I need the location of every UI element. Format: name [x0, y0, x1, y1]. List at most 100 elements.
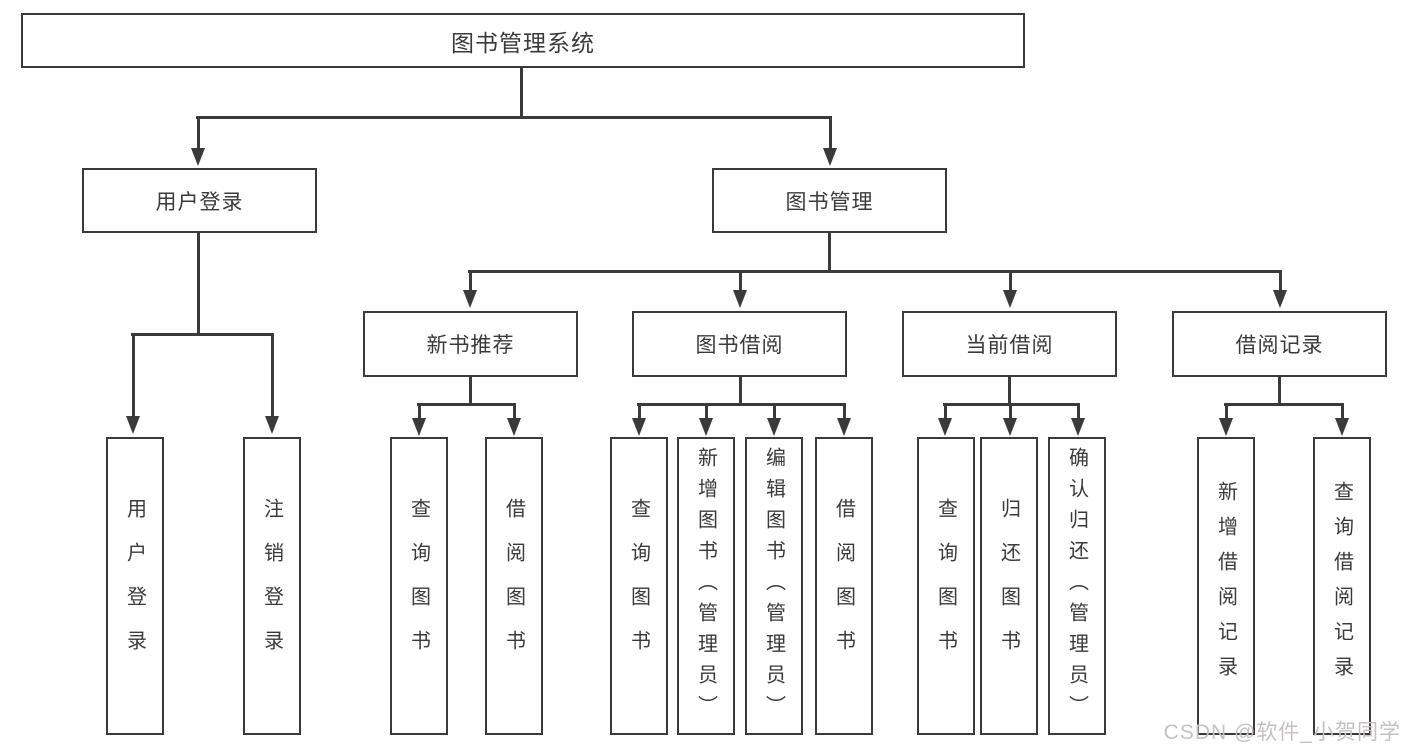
arrow-shaft: [704, 405, 708, 422]
arrow-head: [733, 290, 747, 308]
leaf-label: 确认归还（管理员）: [1065, 446, 1088, 726]
connector-line: [197, 233, 200, 335]
connector-line: [520, 68, 523, 118]
arrow-down-icon: [1003, 272, 1017, 308]
leaf-query-books-current: 查询图书: [917, 437, 975, 735]
arrow-shaft: [131, 335, 135, 420]
node-new-book-recommend-label: 新书推荐: [426, 334, 515, 357]
node-user-login-label: 用户登录: [155, 190, 244, 214]
leaf-logout: 注销登录: [243, 437, 301, 735]
arrow-down-icon: [733, 272, 747, 308]
arrow-shaft: [1278, 272, 1282, 294]
node-user-login: 用户登录: [82, 168, 317, 233]
arrow-shaft: [196, 118, 200, 152]
connector-line: [469, 377, 472, 405]
leaf-add-borrow-record: 新增借阅记录: [1197, 437, 1255, 735]
connector-line: [468, 270, 1282, 273]
leaf-label: 编辑图书（管理员）: [762, 446, 785, 726]
connector-line: [828, 233, 831, 272]
arrow-down-icon: [837, 405, 851, 436]
node-book-management: 图书管理: [712, 168, 947, 233]
arrow-head: [632, 418, 646, 436]
leaf-add-books-admin: 新增图书（管理员）: [677, 437, 735, 735]
arrow-down-icon: [265, 335, 279, 434]
leaf-label: 注销登录: [260, 498, 283, 674]
leaf-label: 借阅图书: [832, 498, 855, 674]
leaf-return-books: 归还图书: [980, 437, 1038, 735]
arrow-head: [823, 148, 837, 166]
arrow-down-icon: [412, 405, 426, 436]
arrow-shaft: [1008, 405, 1012, 422]
leaf-label: 归还图书: [997, 498, 1020, 674]
arrow-shaft: [468, 272, 472, 294]
arrow-shaft: [512, 405, 516, 422]
node-book-management-label: 图书管理: [785, 190, 874, 214]
connector-line: [943, 403, 1080, 406]
arrow-down-icon: [823, 118, 837, 166]
node-borrowing-records: 借阅记录: [1172, 311, 1387, 377]
arrow-shaft: [772, 405, 776, 422]
leaf-label: 查询图书: [407, 498, 430, 674]
arrow-down-icon: [126, 335, 140, 434]
arrow-down-icon: [938, 405, 952, 436]
arrow-shaft: [738, 272, 742, 294]
node-root-label: 图书管理系统: [451, 29, 595, 56]
node-book-borrowing: 图书借阅: [632, 311, 847, 377]
connector-line: [637, 403, 846, 406]
leaf-label: 查询图书: [627, 498, 650, 674]
arrow-down-icon: [1335, 405, 1349, 436]
connector-line: [739, 377, 742, 405]
arrow-shaft: [1224, 405, 1228, 422]
arrow-head: [938, 418, 952, 436]
leaf-borrow-books-recommend: 借阅图书: [485, 437, 543, 735]
arrow-shaft: [1076, 405, 1080, 422]
leaf-query-books-recommend: 查询图书: [390, 437, 448, 735]
arrow-shaft: [842, 405, 846, 422]
arrow-head: [1071, 418, 1085, 436]
arrow-shaft: [1340, 405, 1344, 422]
arrow-shaft: [417, 405, 421, 422]
node-new-book-recommend: 新书推荐: [363, 311, 578, 377]
arrow-shaft: [828, 118, 832, 152]
arrow-shaft: [943, 405, 947, 422]
leaf-label: 查询借阅记录: [1330, 481, 1353, 691]
arrow-head: [191, 148, 205, 166]
arrow-head: [463, 290, 477, 308]
arrow-head: [1003, 290, 1017, 308]
arrow-head: [699, 418, 713, 436]
arrow-head: [1273, 290, 1287, 308]
leaf-label: 查询图书: [934, 498, 957, 674]
leaf-borrow-books: 借阅图书: [815, 437, 873, 735]
arrow-head: [837, 418, 851, 436]
leaf-confirm-return-admin: 确认归还（管理员）: [1048, 437, 1106, 735]
arrow-down-icon: [191, 118, 205, 166]
node-root: 图书管理系统: [21, 13, 1025, 68]
leaf-label: 新增图书（管理员）: [694, 446, 717, 726]
node-current-borrowing: 当前借阅: [902, 311, 1117, 377]
arrow-down-icon: [507, 405, 521, 436]
node-book-borrowing-label: 图书借阅: [695, 334, 784, 357]
arrow-down-icon: [1003, 405, 1017, 436]
arrow-down-icon: [463, 272, 477, 308]
arrow-down-icon: [632, 405, 646, 436]
connector-line: [417, 403, 516, 406]
csdn-watermark: CSDN @软件_小贺同学: [1163, 721, 1401, 744]
arrow-head: [265, 416, 279, 434]
arrow-head: [1003, 418, 1017, 436]
leaf-label: 借阅图书: [502, 498, 525, 674]
arrow-down-icon: [767, 405, 781, 436]
leaf-label: 新增借阅记录: [1214, 481, 1237, 691]
connector-line: [1008, 377, 1011, 405]
leaf-label: 用户登录: [123, 498, 146, 674]
leaf-user-login: 用户登录: [106, 437, 164, 735]
arrow-shaft: [1008, 272, 1012, 294]
connector-line: [196, 116, 832, 119]
arrow-down-icon: [699, 405, 713, 436]
arrow-head: [1335, 418, 1349, 436]
node-current-borrowing-label: 当前借阅: [965, 334, 1054, 357]
connector-line: [1224, 403, 1344, 406]
arrow-shaft: [637, 405, 641, 422]
leaf-query-borrow-record: 查询借阅记录: [1313, 437, 1371, 735]
connector-line: [1278, 377, 1281, 405]
